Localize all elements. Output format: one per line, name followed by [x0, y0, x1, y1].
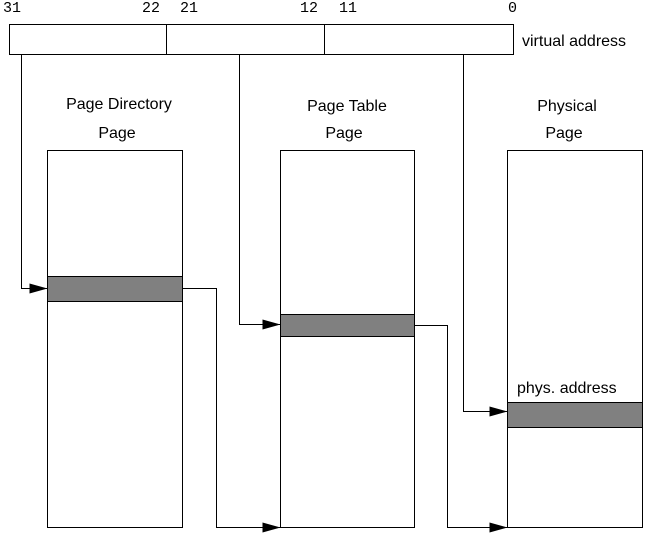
page-table-entry	[280, 314, 415, 337]
bit-label-11: 11	[339, 0, 357, 17]
phys-address-label: phys. address	[517, 380, 617, 397]
page-directory-title-line1: Page Directory	[66, 96, 172, 113]
bit-label-12: 12	[300, 0, 318, 17]
directory-entry-pointer-arrow	[182, 288, 281, 533]
page-table-title-line2: Page	[325, 125, 362, 142]
page-directory-entry	[47, 276, 183, 302]
page-directory-title-line2: Page	[98, 125, 135, 142]
physical-page	[507, 150, 643, 528]
page-table-page	[280, 150, 415, 528]
physical-address-entry	[507, 402, 643, 428]
directory-index-arrow	[21, 54, 48, 294]
page-table-title-line1: Page Table	[307, 98, 387, 115]
virtual-address-label: virtual address	[522, 33, 626, 50]
table-entry-pointer-arrow	[414, 325, 508, 533]
bit-label-21: 21	[180, 0, 198, 17]
bit-label-31: 31	[3, 0, 21, 17]
physical-page-title-line2: Page	[545, 125, 582, 142]
physical-page-title-line1: Physical	[537, 98, 597, 115]
bit-label-0: 0	[508, 0, 517, 17]
table-index-arrow	[239, 54, 281, 330]
offset-arrow	[463, 54, 508, 417]
page-directory-page	[47, 150, 183, 528]
bit-label-22: 22	[142, 0, 160, 17]
virtual-address-register	[9, 24, 514, 55]
